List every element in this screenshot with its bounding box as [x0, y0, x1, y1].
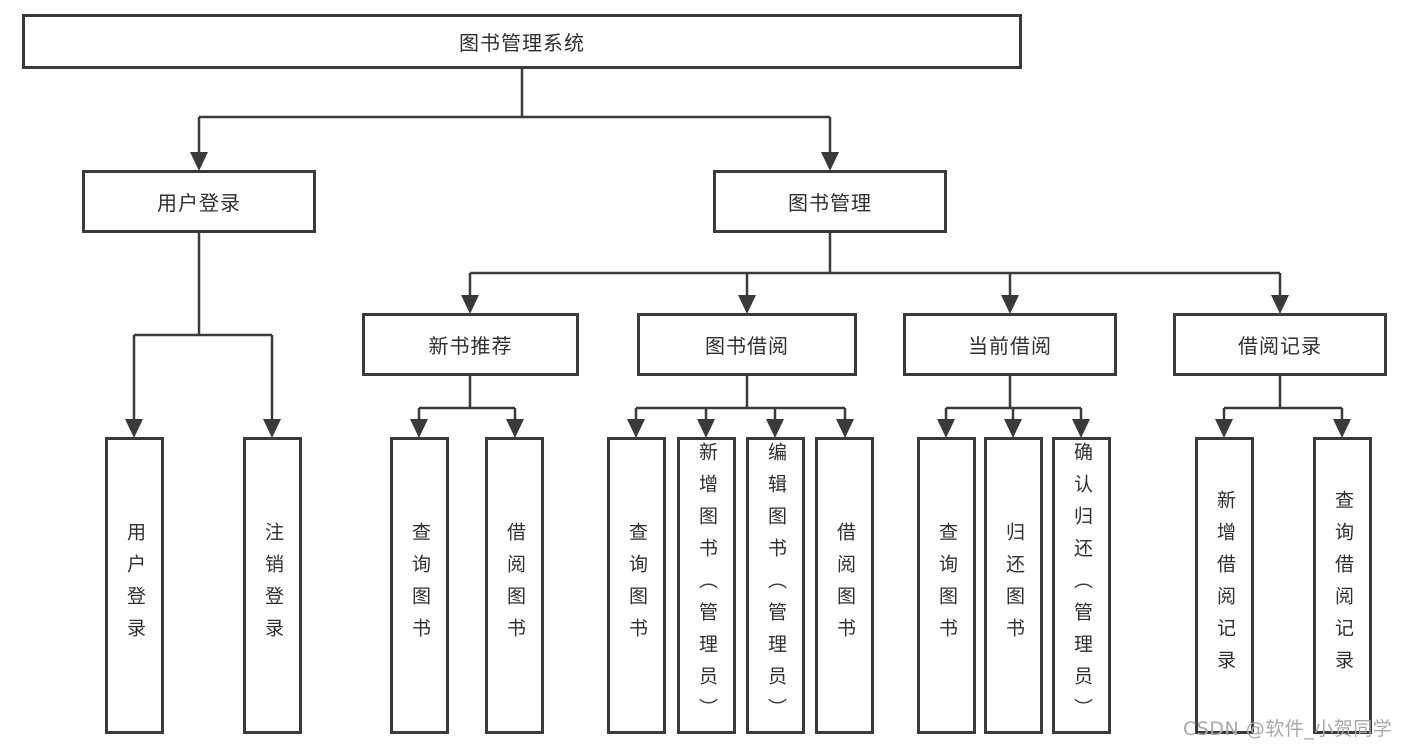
- leaf-add-borrow-record: 新增借阅记录: [1195, 437, 1254, 734]
- leaf-query-books-recommend: 查询图书: [390, 437, 449, 734]
- arrowheads: [125, 152, 1351, 438]
- node-user-login-branch: 用户登录: [82, 170, 316, 233]
- node-label: 图书管理: [788, 191, 872, 215]
- leaf-borrow-books-recommend: 借阅图书: [485, 437, 544, 734]
- leaf-label: 借阅图书: [504, 521, 526, 650]
- node-label: 用户登录: [157, 191, 241, 215]
- leaf-label: 查询图书: [626, 521, 648, 650]
- node-new-book-recommend: 新书推荐: [362, 313, 579, 376]
- leaf-label: 编辑图书（管理员）: [765, 441, 787, 730]
- node-book-borrow: 图书借阅: [637, 313, 857, 376]
- leaf-label: 注销登录: [262, 521, 284, 650]
- node-label: 借阅记录: [1238, 334, 1322, 358]
- leaf-borrow-books: 借阅图书: [815, 437, 874, 734]
- node-borrow-records: 借阅记录: [1173, 313, 1387, 376]
- node-label: 图书借阅: [705, 334, 789, 358]
- node-label: 新书推荐: [428, 334, 513, 358]
- leaf-label: 查询图书: [936, 521, 958, 650]
- leaf-query-books-borrow: 查询图书: [607, 437, 666, 734]
- leaf-add-books-admin: 新增图书（管理员）: [677, 437, 736, 734]
- leaf-label: 确认归还（管理员）: [1071, 441, 1093, 730]
- node-label: 当前借阅: [968, 334, 1052, 358]
- leaf-label: 查询图书: [409, 521, 431, 650]
- node-library-management-system: 图书管理系统: [22, 14, 1022, 69]
- leaf-return-books: 归还图书: [984, 437, 1043, 734]
- leaf-label: 用户登录: [124, 521, 146, 650]
- leaf-confirm-return-admin: 确认归还（管理员）: [1052, 437, 1111, 734]
- leaf-logout: 注销登录: [243, 437, 302, 734]
- node-book-management: 图书管理: [713, 170, 947, 233]
- leaf-query-borrow-record: 查询借阅记录: [1313, 437, 1372, 734]
- leaf-label: 归还图书: [1003, 521, 1025, 650]
- watermark: CSDN @软件_小贺同学: [1183, 718, 1393, 740]
- node-current-borrow: 当前借阅: [903, 313, 1117, 376]
- node-label: 图书管理系统: [459, 31, 585, 55]
- leaf-label: 借阅图书: [834, 521, 856, 650]
- leaf-query-books-current: 查询图书: [917, 437, 976, 734]
- leaf-label: 新增图书（管理员）: [696, 441, 718, 730]
- leaf-label: 查询借阅记录: [1332, 489, 1354, 682]
- leaf-edit-books-admin: 编辑图书（管理员）: [746, 437, 805, 734]
- leaf-user-login: 用户登录: [105, 437, 164, 734]
- leaf-label: 新增借阅记录: [1214, 489, 1236, 682]
